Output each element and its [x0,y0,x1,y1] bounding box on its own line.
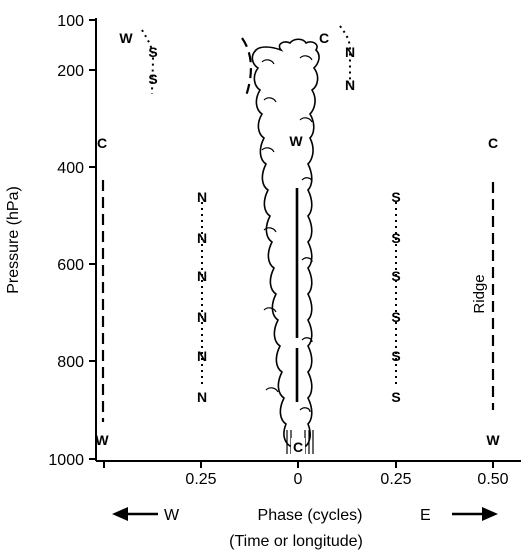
upper-level-left: W S S [119,29,252,97]
east-label: E [420,507,431,524]
y-tick-label: 200 [57,63,84,80]
ridge-column: C Ridge W [471,135,500,448]
far-west-column: C W [95,135,109,448]
ridge-bottom-warm: W [486,432,500,448]
y-tick-labels: 100 200 400 600 800 1000 [48,13,84,469]
cloud-bottom-label-bg [291,438,305,456]
y-tick-label: 1000 [48,452,84,469]
east-arrow-icon [482,507,498,521]
upper-left-south: S [148,44,157,60]
upper-right-cold: C [319,30,329,46]
x-axis-subtitle: (Time or longitude) [229,533,363,550]
x-tick-label: 0.25 [185,471,216,488]
y-tick-label: 800 [57,354,84,371]
axes [89,18,521,468]
ridge-label: Ridge [471,274,488,313]
x-tick-labels: 0.25 0 0.25 0.50 [185,471,508,488]
x-axis-title: Phase (cycles) [258,507,363,524]
west-label: W [164,507,180,524]
far-west-bottom-warm: W [95,432,109,448]
cloud-texture [261,55,313,413]
upper-right-north: N [345,44,355,60]
north-marker: N [197,268,207,284]
north-marker: N [197,230,207,246]
convective-cloud: W C [251,38,320,456]
upper-left-south: S [148,71,157,87]
x-tick-label: 0.50 [477,471,508,488]
y-tick-label: 400 [57,160,84,177]
south-marker: S [391,268,400,284]
upper-right-north: N [345,77,355,93]
east-direction: E [420,507,498,524]
y-tick-label: 100 [57,13,84,30]
north-marker: N [197,389,207,405]
west-direction: W [112,507,180,524]
cloud-bottom-cold: C [293,439,303,455]
north-marker: N [197,309,207,325]
cloud-upper-warm: W [289,133,303,149]
y-axis-title: Pressure (hPa) [5,186,22,294]
south-marker: S [391,189,400,205]
west-arrow-icon [112,507,128,521]
x-tick-label: 0 [294,471,303,488]
upper-left-warm: W [119,30,133,46]
cloud-outline [251,38,320,447]
upper-left-dotted-curve [141,29,155,95]
south-marker: S [391,309,400,325]
west-north-column: N N N N N N [197,189,207,405]
north-marker: N [197,189,207,205]
x-tick-label: 0.25 [380,471,411,488]
south-marker: S [391,230,400,246]
south-marker: S [391,348,400,364]
y-tick-label: 600 [57,257,84,274]
south-marker: S [391,389,400,405]
upper-level-right: C N N [319,25,355,93]
upper-dashed-arc [241,37,252,97]
ridge-top-cold: C [488,135,498,151]
east-south-column: S S S S S S [391,189,400,405]
far-west-top-cold: C [97,135,107,151]
north-marker: N [197,348,207,364]
